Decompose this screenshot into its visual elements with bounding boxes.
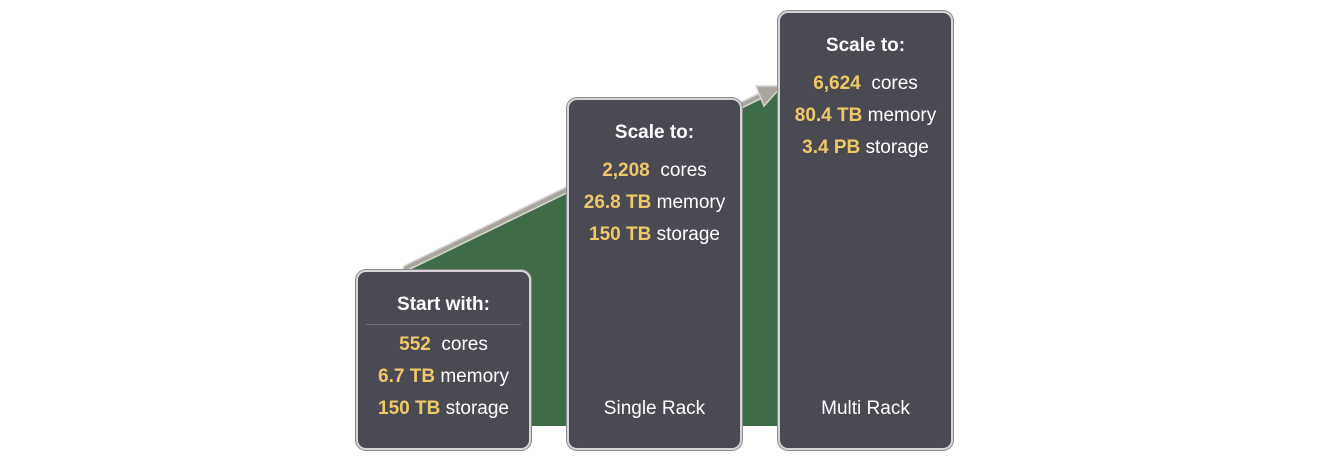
start-card-heading: Start with:: [397, 294, 490, 315]
spec-unit: memory: [440, 366, 509, 387]
single-rack-card-footer: Single Rack: [603, 398, 706, 419]
spec-unit: cores: [871, 73, 918, 94]
multi-rack-card-memory: 80.4 TB memory: [780, 105, 951, 127]
start-card-storage: 150 TB storage: [358, 398, 529, 420]
spec-unit: cores: [660, 160, 707, 181]
start-card-memory: 6.7 TB memory: [358, 366, 529, 388]
spec-value: 552: [399, 334, 431, 355]
multi-rack-card-footer: Multi Rack: [821, 398, 910, 419]
spec-value: 150 TB: [378, 398, 441, 419]
spec-unit: cores: [441, 334, 488, 355]
single-rack-card-cores: 2,208 cores: [569, 160, 740, 182]
multi-rack-card-storage: 3.4 PB storage: [780, 137, 951, 159]
multi-rack-card-heading: Scale to:: [825, 35, 906, 56]
spec-unit: storage: [865, 137, 929, 158]
spec-value: 6,624: [813, 73, 861, 94]
spec-value: 2,208: [602, 160, 650, 181]
single-rack-card-heading: Scale to:: [614, 122, 695, 143]
spec-value: 80.4 TB: [794, 105, 863, 126]
spec-value: 26.8 TB: [583, 192, 652, 213]
spec-unit: memory: [867, 105, 937, 126]
growth-arrow-icon: [754, 85, 784, 108]
spec-value: 3.4 PB: [802, 137, 861, 158]
spec-value: 150 TB: [589, 224, 652, 245]
single-rack-card-memory: 26.8 TB memory: [569, 192, 740, 214]
multi-rack-card: Scale to: 6,624 cores 80.4 TB memory 3.4…: [778, 11, 953, 450]
single-rack-card: Scale to: 2,208 cores 26.8 TB memory 150…: [567, 98, 742, 450]
start-card: Start with: 552 cores 6.7 TB memory 150 …: [356, 270, 531, 450]
start-card-divider: [366, 324, 521, 325]
spec-unit: storage: [445, 398, 509, 419]
start-card-cores: 552 cores: [358, 334, 529, 356]
spec-value: 6.7 TB: [378, 366, 436, 387]
multi-rack-card-cores: 6,624 cores: [780, 73, 951, 95]
spec-unit: storage: [656, 224, 720, 245]
single-rack-card-storage: 150 TB storage: [569, 224, 740, 246]
spec-unit: memory: [656, 192, 726, 213]
